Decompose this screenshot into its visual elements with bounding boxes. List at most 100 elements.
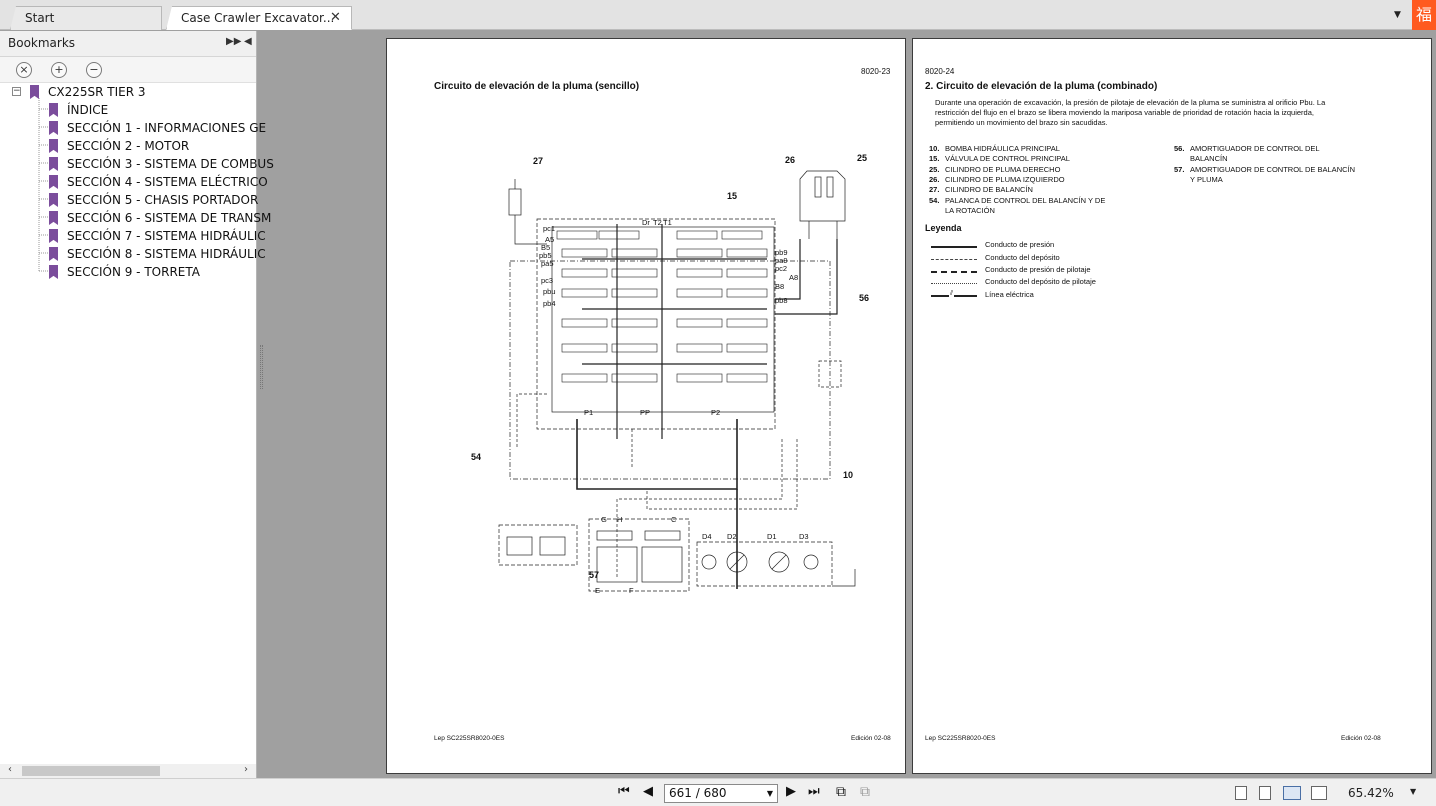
tab-start[interactable]: Start — [10, 6, 162, 30]
component-label: CILINDRO DE PLUMA DERECHO — [945, 165, 1061, 174]
tree-item-seccion-9[interactable]: SECCIÓN 9 - TORRETA — [0, 263, 256, 281]
tree-item-seccion-6[interactable]: SECCIÓN 6 - SISTEMA DE TRANSM — [0, 209, 271, 227]
page-footer-left: Lep SC225SR8020-0ES — [925, 735, 996, 742]
callout-label: 54 — [471, 452, 481, 462]
scroll-left-icon[interactable]: ‹ — [8, 764, 12, 775]
two-page-continuous-view-icon[interactable] — [1311, 786, 1327, 800]
legend-label: Conducto del depósito — [985, 253, 1060, 262]
pdf-page-right: 8020-24 2. Circuito de elevación de la p… — [912, 38, 1432, 774]
expand-panel-icon[interactable]: ▶▶ — [226, 36, 242, 47]
bookmarks-panel: Bookmarks ▶▶ ◀ × + − − CX225SR TIER 3 ÍN… — [0, 31, 274, 778]
tab-list-chevron-icon[interactable]: ▼ — [1394, 10, 1401, 20]
port-label: T2 — [653, 218, 662, 227]
add-bookmark-icon[interactable]: + — [51, 62, 67, 78]
tree-item-seccion-7[interactable]: SECCIÓN 7 - SISTEMA HIDRÁULIC — [0, 227, 266, 245]
tab-document-label: Case Crawler Excavator... — [181, 11, 335, 25]
tree-item-label: ÍNDICE — [67, 103, 109, 117]
page-number-input[interactable]: 661 / 680 ▼ — [664, 784, 778, 803]
tree-item-seccion-5[interactable]: SECCIÓN 5 - CHASIS PORTADOR — [0, 191, 259, 209]
component-number: 27. — [929, 185, 940, 194]
bookmarks-toolbar: × + − — [0, 57, 256, 83]
component-number: 10. — [929, 144, 940, 153]
tree-item-root[interactable]: − CX225SR TIER 3 — [0, 83, 256, 101]
page-indicator: 661 / 680 — [669, 786, 727, 800]
callout-label: 10 — [843, 470, 853, 480]
tree-item-label: SECCIÓN 1 - INFORMACIONES GE — [67, 121, 267, 135]
two-page-view-icon[interactable] — [1283, 786, 1301, 800]
hydraulic-schematic-diagram: 27 26 25 15 56 54 10 57 pc1 A5 B5 pb5 pa… — [471, 153, 869, 595]
port-label: T1 — [663, 218, 672, 227]
first-page-icon[interactable]: ⏮ — [618, 784, 630, 799]
callout-label: 57 — [589, 570, 599, 580]
bookmark-icon — [49, 103, 58, 117]
legend-swatch-dashdot — [931, 259, 977, 260]
single-page-view-icon[interactable] — [1235, 786, 1247, 800]
port-label: D2 — [727, 532, 737, 541]
zoom-level[interactable]: 65.42% — [1348, 786, 1394, 800]
electric-line-symbol: ⫽ — [949, 290, 955, 298]
port-label: F — [629, 586, 634, 595]
zoom-dropdown-icon[interactable]: ▼ — [1410, 787, 1417, 796]
port-label: D3 — [799, 532, 809, 541]
port-label: pb4 — [543, 299, 556, 308]
port-label: G — [601, 515, 607, 524]
chevron-down-icon[interactable]: ▼ — [766, 789, 773, 798]
port-label: pa5 — [541, 259, 554, 268]
tree-item-seccion-1[interactable]: SECCIÓN 1 - INFORMACIONES GE — [0, 119, 266, 137]
port-label: C — [671, 515, 677, 524]
scrollbar-thumb[interactable] — [22, 766, 160, 776]
tree-item-label: SECCIÓN 5 - CHASIS PORTADOR — [67, 193, 259, 207]
callout-label: 56 — [859, 293, 869, 303]
app-corner-badge[interactable]: 福 — [1412, 0, 1436, 30]
paragraph-line: Durante una operación de excavación, la … — [935, 98, 1326, 107]
remove-bookmark-icon[interactable]: − — [86, 62, 102, 78]
tab-document[interactable]: Case Crawler Excavator... — [166, 6, 352, 30]
bookmark-icon — [49, 211, 58, 225]
panel-splitter[interactable] — [260, 345, 263, 389]
status-bar: ⏮ ◀ 661 / 680 ▼ ▶ ⏭ ⧉ ⧉ 65.42% ▼ — [0, 778, 1436, 806]
collapse-panel-icon[interactable]: ◀ — [244, 36, 252, 47]
continuous-view-icon[interactable] — [1259, 786, 1271, 800]
horizontal-scrollbar[interactable]: ‹ › — [0, 764, 256, 778]
tree-item-seccion-3[interactable]: SECCIÓN 3 - SISTEMA DE COMBUS — [0, 155, 274, 173]
port-label: D4 — [702, 532, 712, 541]
port-label: B5 — [541, 243, 550, 252]
port-label: pc1 — [543, 224, 555, 233]
legend-label: Conducto de presión — [985, 240, 1055, 249]
component-label: Y PLUMA — [1190, 175, 1223, 184]
paragraph-line: permitiendo un movimiento del brazo sin … — [935, 118, 1108, 127]
collapse-node-icon[interactable]: − — [12, 86, 21, 96]
previous-page-icon[interactable]: ◀ — [643, 784, 653, 799]
callout-label: 26 — [785, 155, 795, 165]
tree-item-seccion-2[interactable]: SECCIÓN 2 - MOTOR — [0, 137, 256, 155]
legend-label: Conducto de presión de pilotaje — [985, 265, 1091, 274]
tab-start-label: Start — [25, 11, 55, 25]
bookmark-icon — [49, 175, 58, 189]
component-number: 26. — [929, 175, 940, 184]
callout-label: 25 — [857, 153, 867, 163]
tree-item-indice[interactable]: ÍNDICE — [0, 101, 256, 119]
port-label: B8 — [775, 282, 784, 291]
callout-label: 27 — [533, 156, 543, 166]
port-label: D1 — [767, 532, 777, 541]
scroll-right-icon[interactable]: › — [244, 764, 248, 775]
close-tab-icon[interactable]: ✕ — [330, 10, 341, 25]
last-page-icon[interactable]: ⏭ — [808, 784, 820, 799]
component-number: 54. — [929, 196, 940, 205]
port-label: A5 — [545, 235, 554, 244]
tree-item-seccion-8[interactable]: SECCIÓN 8 - SISTEMA HIDRÁULIC — [0, 245, 266, 263]
next-page-icon[interactable]: ▶ — [786, 784, 796, 799]
next-view-icon[interactable]: ⧉ — [860, 784, 870, 800]
delete-bookmark-icon[interactable]: × — [16, 62, 32, 78]
page-code: 8020-24 — [925, 67, 955, 76]
bookmark-icon — [49, 229, 58, 243]
port-label: pbu — [543, 287, 556, 296]
tree-item-label: SECCIÓN 2 - MOTOR — [67, 139, 190, 153]
previous-view-icon[interactable]: ⧉ — [836, 784, 846, 800]
tree-item-seccion-4[interactable]: SECCIÓN 4 - SISTEMA ELÉCTRICO — [0, 173, 268, 191]
component-number: 15. — [929, 154, 940, 163]
component-label: BALANCÍN — [1190, 154, 1228, 163]
port-label: H — [617, 515, 622, 524]
port-label: PP — [640, 408, 650, 417]
tree-item-label: SECCIÓN 6 - SISTEMA DE TRANSM — [67, 211, 272, 225]
